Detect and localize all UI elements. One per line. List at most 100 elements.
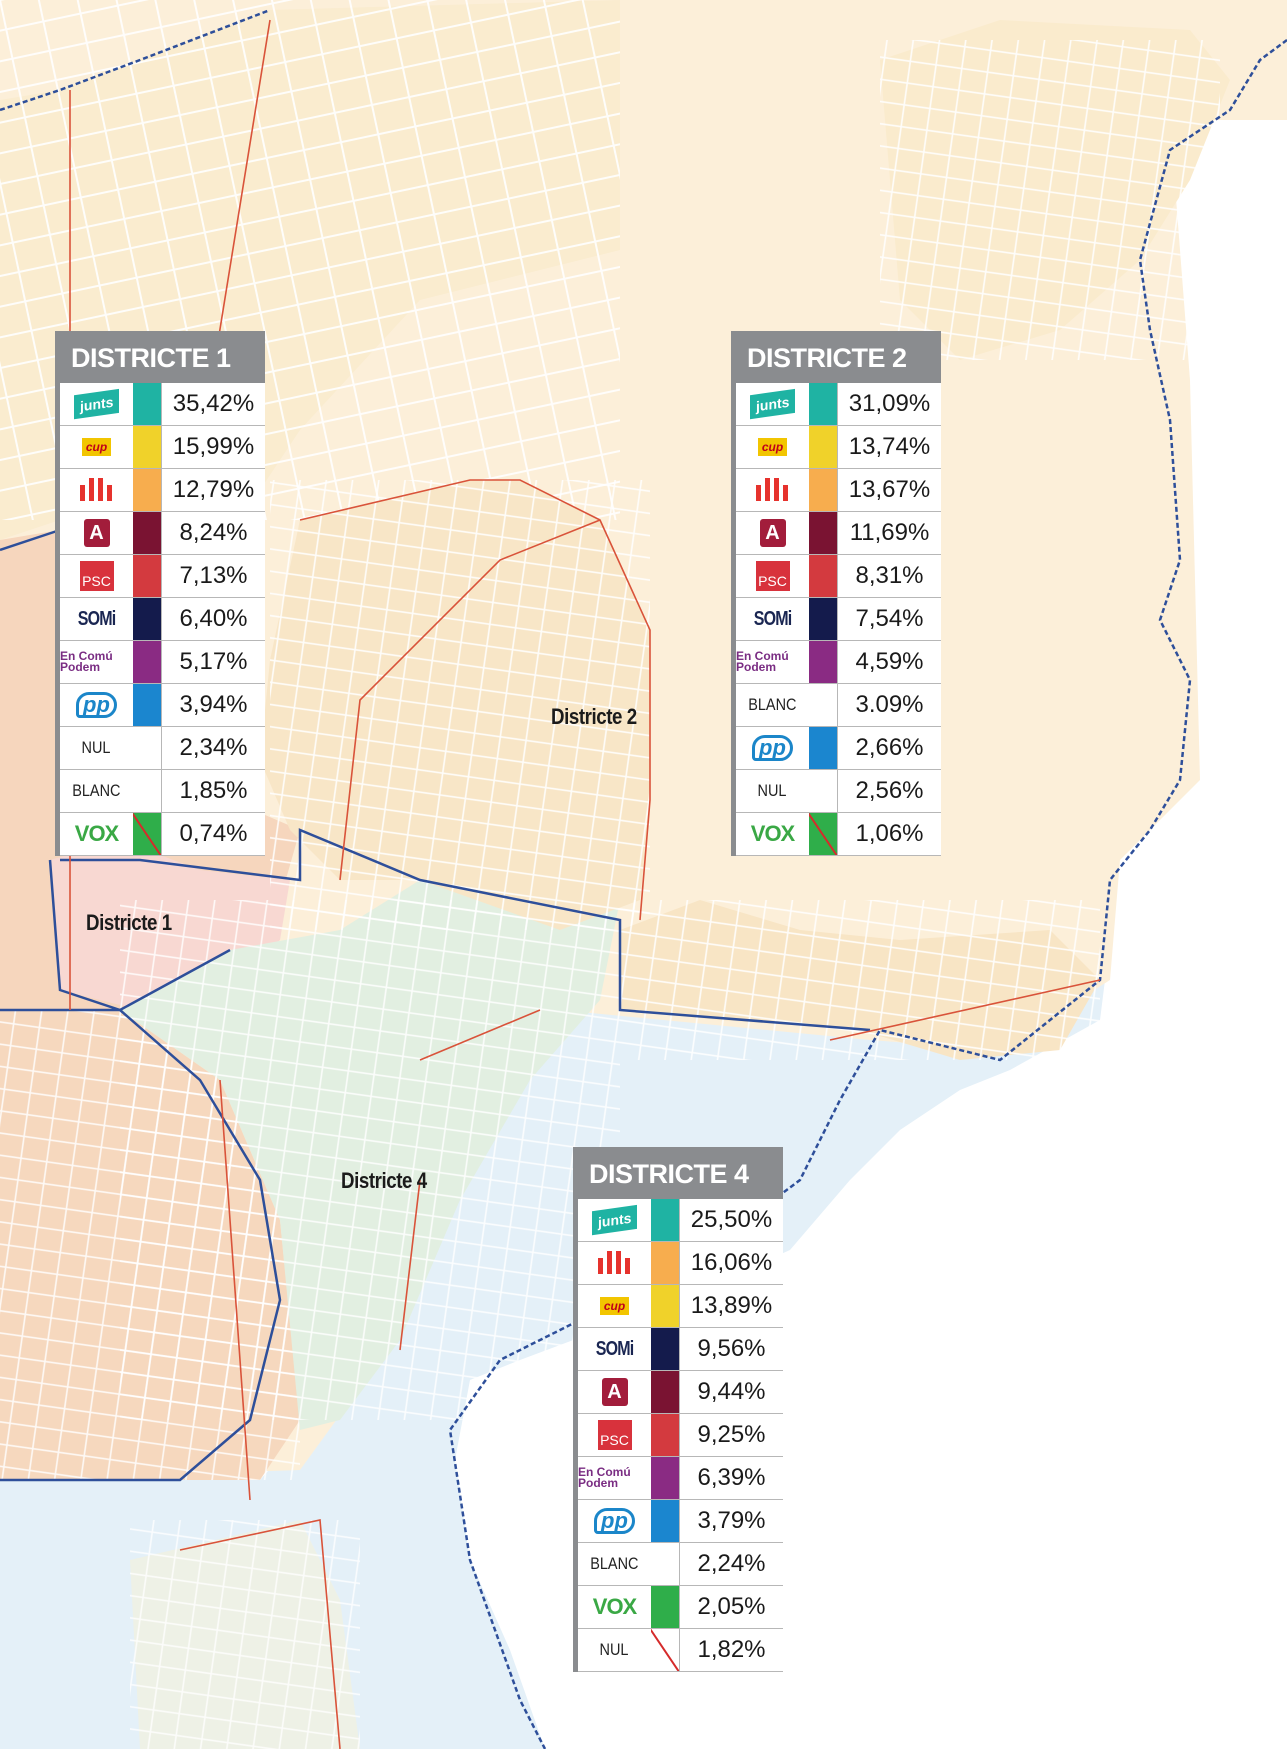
party-color-swatch (809, 469, 837, 511)
vote-percentage: 3.09% (837, 684, 941, 726)
somi-logo-icon: SOMi (736, 598, 809, 640)
vote-percentage: 2,34% (161, 727, 265, 769)
result-row-pp: pp 3,94% (60, 684, 265, 727)
vote-percentage: 7,54% (837, 598, 941, 640)
pp-logo-text: pp (752, 735, 793, 761)
junts-logo-text: junts (749, 388, 796, 420)
result-row-somi: SOMi 7,54% (736, 598, 941, 641)
vote-percentage: 2,24% (679, 1543, 783, 1585)
party-label: BLANC (60, 770, 133, 812)
party-color-swatch (133, 426, 161, 468)
party-color-swatch (133, 641, 161, 683)
district-label-2: Districte 2 (551, 704, 637, 729)
vote-percentage: 4,59% (837, 641, 941, 683)
party-label-text: BLANC (72, 781, 121, 800)
pp-logo-icon: pp (578, 1500, 651, 1542)
encomu-logo-icon: En Comú Podem (60, 641, 133, 683)
party-label-text: BLANC (748, 695, 797, 714)
alianca-logo-icon: A (736, 512, 809, 554)
cup-logo-text: cup (599, 1297, 630, 1315)
psc-logo-text: PSC (79, 561, 114, 591)
erc-logo-mark (753, 475, 793, 506)
vote-percentage: 1,82% (679, 1629, 783, 1671)
diagonal-stripe (133, 813, 161, 855)
party-label-text: BLANC (590, 1554, 639, 1573)
vox-logo-icon: VOX (60, 813, 133, 855)
vote-percentage: 8,24% (161, 512, 265, 554)
party-color-swatch (133, 727, 161, 769)
alianca-logo-icon: A (60, 512, 133, 554)
municipal-boundary (0, 8, 1287, 1749)
vote-percentage: 3,79% (679, 1500, 783, 1542)
district-label-4: Districte 4 (341, 1168, 427, 1193)
vote-percentage: 5,17% (161, 641, 265, 683)
result-row-alianca: A 8,24% (60, 512, 265, 555)
alianca-logo-text: A (601, 1378, 628, 1406)
vote-percentage: 1,06% (837, 813, 941, 855)
somi-logo-text: SOMi (595, 1337, 635, 1360)
party-color-swatch (809, 684, 837, 726)
vox-logo-icon: VOX (578, 1586, 651, 1628)
result-row-erc: 16,06% (578, 1242, 783, 1285)
somi-logo-icon: SOMi (60, 598, 133, 640)
party-color-swatch (133, 383, 161, 425)
vote-percentage: 13,89% (679, 1285, 783, 1327)
result-row-vox: VOX 1,06% (736, 813, 941, 856)
somi-logo-text: SOMi (77, 607, 117, 630)
pp-logo-text: pp (76, 692, 117, 718)
party-color-swatch (809, 641, 837, 683)
result-row-encomu: En Comú Podem 6,39% (578, 1457, 783, 1500)
somi-logo-text: SOMi (753, 607, 793, 630)
party-color-swatch (133, 512, 161, 554)
alianca-logo-icon: A (578, 1371, 651, 1413)
vote-percentage: 13,74% (837, 426, 941, 468)
vote-percentage: 31,09% (837, 383, 941, 425)
result-row-somi: SOMi 6,40% (60, 598, 265, 641)
vote-percentage: 8,31% (837, 555, 941, 597)
party-color-swatch (651, 1414, 679, 1456)
vote-percentage: 3,94% (161, 684, 265, 726)
result-row-psc: PSC 7,13% (60, 555, 265, 598)
vote-percentage: 11,69% (837, 512, 941, 554)
vote-percentage: 2,05% (679, 1586, 783, 1628)
party-color-swatch (651, 1457, 679, 1499)
cup-logo-text: cup (757, 438, 788, 456)
vote-percentage: 6,39% (679, 1457, 783, 1499)
result-row-cup: cup 13,89% (578, 1285, 783, 1328)
party-label: BLANC (578, 1543, 651, 1585)
party-color-swatch (651, 1586, 679, 1628)
result-row-blanc: BLANC 2,24% (578, 1543, 783, 1586)
vote-percentage: 6,40% (161, 598, 265, 640)
psc-logo-icon: PSC (60, 555, 133, 597)
vox-logo-text: VOX (592, 1594, 637, 1619)
vox-logo-icon: VOX (736, 813, 809, 855)
panel-title: DISTRICTE 1 (55, 331, 265, 383)
encomu-logo-text: En Comú Podem (60, 649, 113, 674)
erc-logo-icon (578, 1242, 651, 1284)
erc-logo-icon (60, 469, 133, 511)
junts-logo-icon: junts (60, 383, 133, 425)
party-color-swatch (651, 1199, 679, 1241)
vote-percentage: 7,13% (161, 555, 265, 597)
alianca-logo-text: A (759, 519, 786, 547)
vote-percentage: 12,79% (161, 469, 265, 511)
party-color-swatch (809, 813, 837, 855)
encomu-logo-icon: En Comú Podem (578, 1457, 651, 1499)
party-color-swatch (809, 426, 837, 468)
vote-percentage: 1,85% (161, 770, 265, 812)
result-row-pp: pp 3,79% (578, 1500, 783, 1543)
